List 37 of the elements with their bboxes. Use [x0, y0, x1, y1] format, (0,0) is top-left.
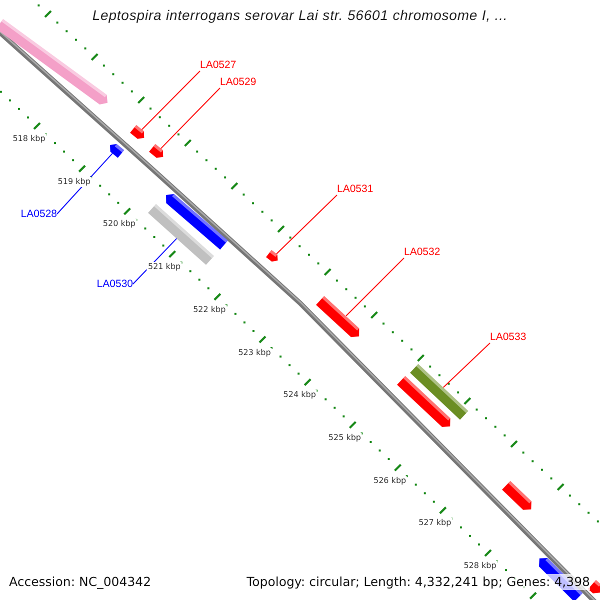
gene-feature — [266, 250, 278, 262]
gene-feature — [396, 376, 450, 427]
leader-line — [141, 70, 200, 130]
gene-feature — [148, 144, 163, 158]
gene-label: LA0529 — [220, 76, 264, 89]
gene-feature — [316, 296, 360, 337]
scale-label: 519 kbp — [56, 176, 92, 187]
gene-label: LA0530 — [89, 278, 133, 291]
scale-label: 521 kbp — [147, 262, 182, 272]
gene-feature — [588, 580, 600, 593]
scale-label: 526 kbp — [372, 476, 408, 486]
scale-label: 522 kbp — [192, 304, 227, 315]
scale-label: 523 kbp — [237, 348, 272, 358]
gene-feature — [148, 204, 214, 264]
leader-line — [160, 88, 220, 150]
gene-feature — [502, 480, 532, 510]
leader-line — [276, 194, 338, 255]
scale-label: 528 kbp — [462, 561, 498, 571]
map-title: Leptospira interrogans serovar Lai str. 56601 chromosome I, ... — [91, 7, 509, 23]
scale-label: 520 kbp — [102, 219, 136, 230]
leader-line — [346, 258, 404, 316]
footer-text: Topology: circular; Length: 4,332,241 bp; Genes: 4,398 — [246, 574, 590, 590]
gene-label: LA0531 — [337, 183, 381, 196]
scale-label: 518 kbp — [12, 134, 46, 144]
gene-label: LA0532 — [404, 246, 448, 259]
gene-label: LA0528 — [13, 208, 57, 221]
scale-label: 524 kbp — [282, 390, 317, 400]
gene-feature — [410, 364, 468, 420]
gene-feature — [166, 194, 228, 250]
scale-label: 527 kbp — [418, 518, 452, 528]
scale-label: 525 kbp — [327, 432, 362, 443]
leader-line — [442, 342, 490, 388]
gene-label: LA0533 — [490, 331, 534, 344]
footer-text: Accession: NC_004342 — [9, 574, 152, 590]
gene-feature — [130, 125, 144, 139]
gene-label: LA0527 — [200, 59, 244, 72]
gene-feature — [110, 144, 124, 158]
